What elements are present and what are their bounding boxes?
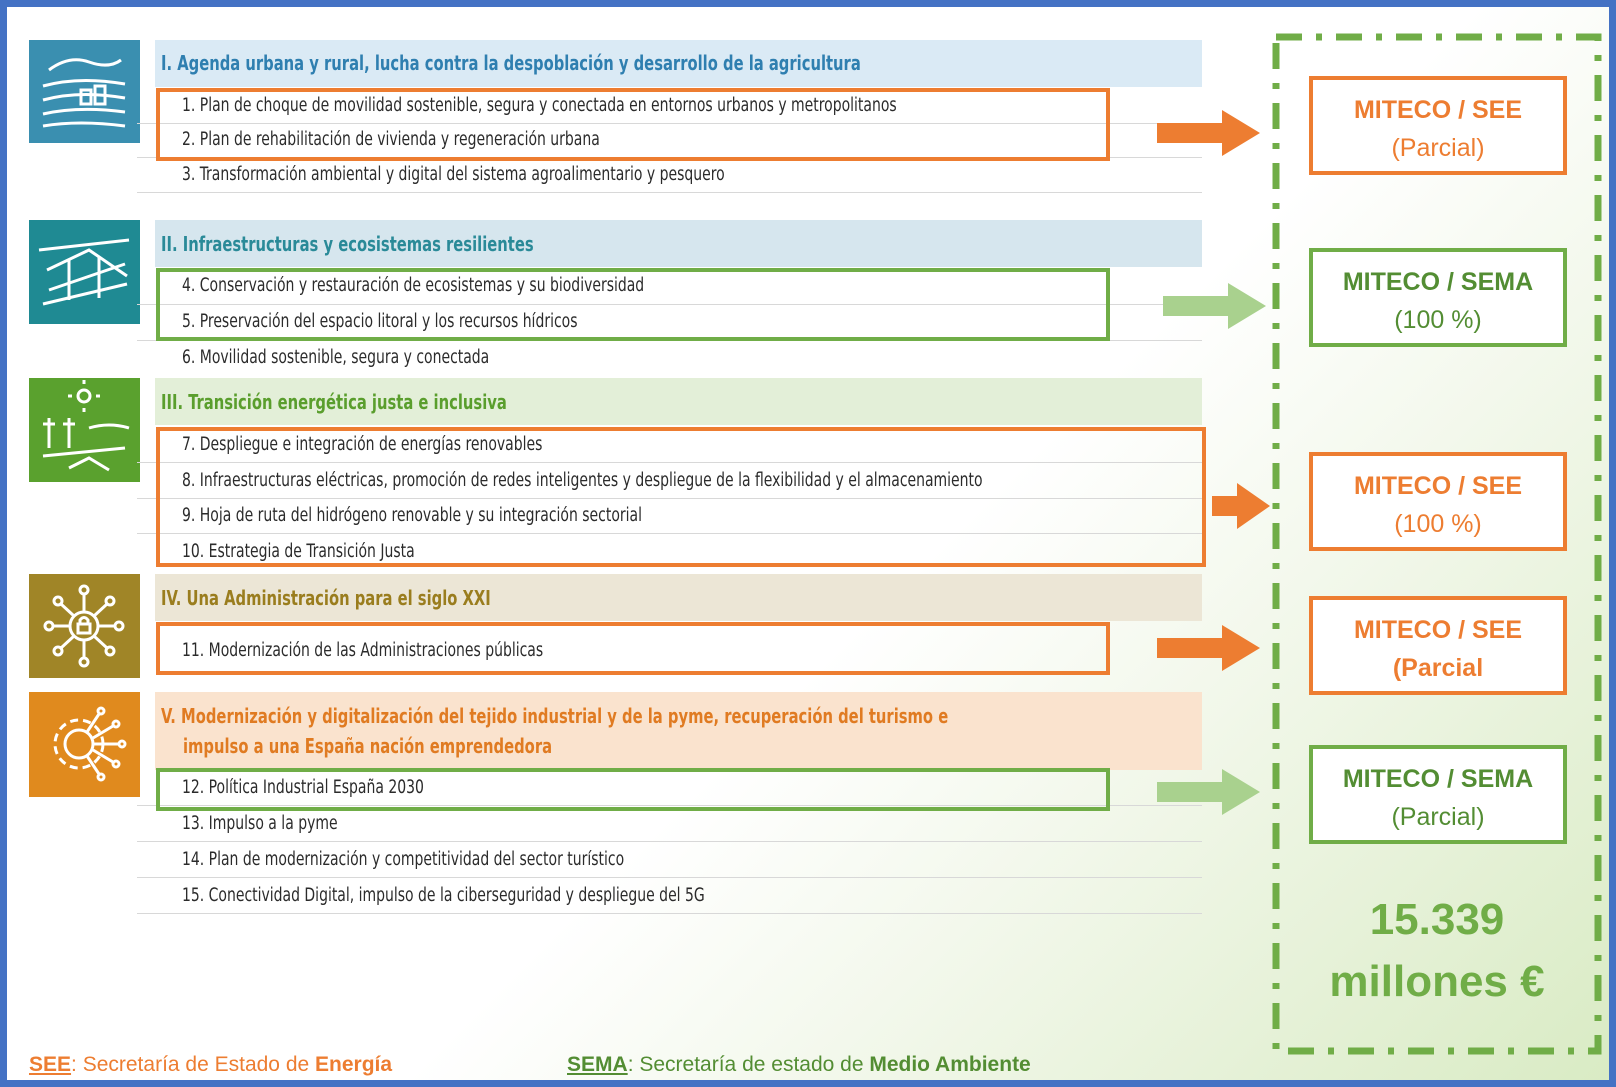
legend-see: SEE: Secretaría de Estado de Energía	[29, 1053, 392, 1077]
row-divider	[137, 913, 1202, 914]
assignment-box: MITECO / SEMA (100 %)	[1309, 248, 1567, 347]
list-item: 9. Hoja de ruta del hidrógeno renovable …	[182, 505, 642, 526]
row-divider	[137, 304, 1202, 305]
band-block-4	[155, 574, 1202, 621]
row-divider	[137, 841, 1202, 842]
arrow-right-icon	[1157, 625, 1260, 671]
list-item: 7. Despliegue e integración de energías …	[182, 434, 543, 455]
row-divider	[137, 805, 1202, 806]
assignment-share: (Parcial)	[1391, 803, 1485, 831]
arrow-right-icon	[1212, 483, 1270, 529]
list-item: 6. Movilidad sostenible, segura y conect…	[182, 347, 490, 368]
legend-sema-bold: Medio Ambiente	[869, 1053, 1031, 1076]
arrow-right-icon	[1157, 769, 1260, 815]
highlight-box-item-12	[156, 768, 1110, 811]
list-item: 10. Estrategia de Transición Justa	[182, 541, 415, 562]
block-3-title: III. Transición energética justa e inclu…	[161, 390, 507, 414]
legend-see-bold: Energía	[315, 1053, 393, 1076]
block-1-title: I. Agenda urbana y rural, lucha contra l…	[161, 51, 861, 75]
total-amount: 15.339 millones €	[1277, 889, 1597, 1013]
total-value: 15.339	[1369, 895, 1505, 944]
list-item: 14. Plan de modernización y competitivid…	[182, 849, 625, 870]
dashed-group-frame	[1272, 33, 1602, 1055]
list-item: 3. Transformación ambiental y digital de…	[182, 164, 725, 185]
block-4-title: IV. Una Administración para el siglo XXI	[161, 586, 491, 610]
assignment-box: MITECO / SEE (100 %)	[1309, 452, 1567, 551]
band-block-2	[155, 220, 1202, 267]
list-item: 11. Modernización de las Administracione…	[182, 640, 544, 661]
list-item: 2. Plan de rehabilitación de vivienda y …	[182, 129, 600, 150]
assignment-share: (100 %)	[1394, 510, 1482, 538]
highlight-box-items-4-5	[156, 268, 1110, 341]
assignment-share: (100 %)	[1394, 306, 1482, 334]
legend-sema: SEMA: Secretaría de estado de Medio Ambi…	[567, 1053, 1031, 1077]
total-unit: millones €	[1329, 957, 1545, 1006]
arrow-right-icon	[1157, 110, 1260, 156]
highlight-box-item-11	[156, 622, 1110, 675]
assignment-org: MITECO / SEE	[1353, 96, 1523, 124]
list-item: 12. Política Industrial España 2030	[182, 777, 424, 798]
block-2-title: II. Infraestructuras y ecosistemas resil…	[161, 232, 534, 256]
row-divider	[137, 123, 1202, 124]
list-item: 1. Plan de choque de movilidad sostenibl…	[182, 95, 897, 116]
renewable-energy-icon	[29, 378, 140, 482]
list-item: 5. Preservación del espacio litoral y lo…	[182, 311, 578, 332]
band-block-3	[155, 378, 1202, 425]
legend-see-text: : Secretaría de Estado de	[71, 1053, 316, 1076]
list-item: 4. Conservación y restauración de ecosis…	[182, 275, 645, 296]
arrow-right-icon	[1163, 283, 1266, 329]
assignment-org: MITECO / SEMA	[1342, 765, 1534, 793]
highlight-box-items-7-10	[156, 427, 1206, 567]
block-5-title: V. Modernización y digitalización del te…	[161, 704, 949, 728]
list-item: 13. Impulso a la pyme	[182, 813, 338, 834]
assignment-share: (Parcial	[1392, 654, 1484, 682]
assignment-share: (Parcial)	[1391, 134, 1485, 162]
list-item: 8. Infraestructuras eléctricas, promoció…	[182, 470, 983, 491]
legend-sema-abbr: SEMA	[567, 1053, 628, 1076]
row-divider	[137, 498, 1202, 499]
assignment-org: MITECO / SEE	[1353, 616, 1523, 644]
list-item: 15. Conectividad Digital, impulso de la …	[182, 885, 705, 906]
urban-rural-icon	[29, 40, 140, 143]
highlight-box-items-1-2	[156, 88, 1110, 161]
legend-see-abbr: SEE	[29, 1053, 72, 1076]
row-divider	[137, 192, 1202, 193]
legend-sema-text: : Secretaría de estado de	[627, 1053, 870, 1076]
band-block-1	[155, 40, 1202, 87]
band-block-5	[155, 692, 1202, 770]
assignment-org: MITECO / SEE	[1353, 472, 1523, 500]
row-divider	[137, 877, 1202, 878]
row-divider	[137, 533, 1202, 534]
assignment-box: MITECO / SEE (Parcial	[1309, 596, 1567, 695]
assignment-org: MITECO / SEMA	[1342, 268, 1534, 296]
digital-network-lock-icon	[29, 574, 140, 678]
assignment-box: MITECO / SEMA (Parcial)	[1309, 745, 1567, 844]
assignment-box: MITECO / SEE (Parcial)	[1309, 76, 1567, 175]
gear-circuit-icon	[29, 692, 140, 797]
bridge-infrastructure-icon	[29, 220, 140, 324]
block-5-title-line2: impulso a una España nación emprendedora	[183, 734, 553, 758]
row-divider	[137, 462, 1202, 463]
